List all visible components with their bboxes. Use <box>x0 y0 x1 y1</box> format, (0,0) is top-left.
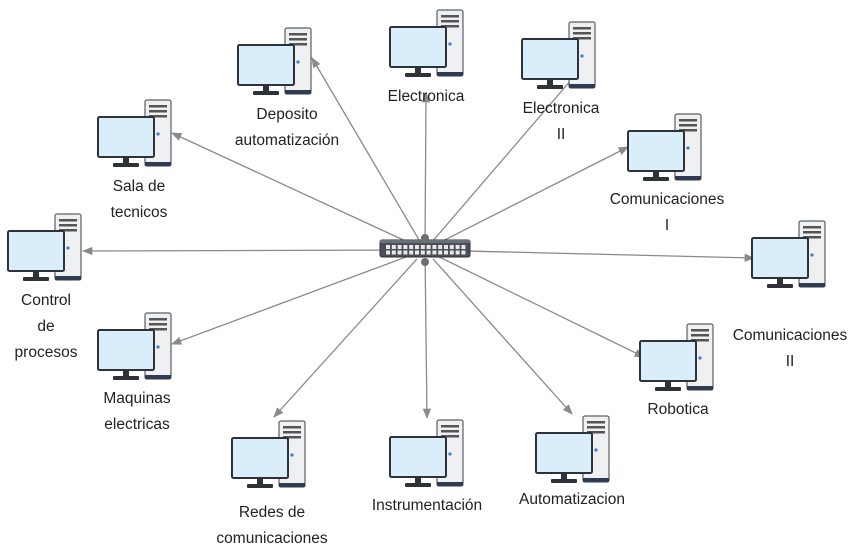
node-label-line: Comunicaciones <box>609 191 725 208</box>
node-label-automatizacion: Automatizacion <box>519 487 625 513</box>
connection-arrow-redes <box>273 258 418 418</box>
node-label-line: II <box>556 126 566 143</box>
switch-port <box>426 245 431 249</box>
node-label-sala-tecnicos: Sala de tecnicos <box>111 174 168 226</box>
computers <box>7 9 826 488</box>
connection-arrow-deposito <box>311 57 420 240</box>
workstation-icon <box>627 113 702 181</box>
workstation-icon <box>231 420 306 488</box>
connections <box>81 57 756 420</box>
switch-port <box>397 250 402 255</box>
switch-port <box>449 250 454 255</box>
node-label-line: Sala de <box>112 178 166 195</box>
connection-arrow-comunicaciones-ii <box>436 249 756 262</box>
node-label-instrumentacion: Instrumentación <box>372 493 482 519</box>
node-label-maquinas: Maquinas electricas <box>103 386 170 438</box>
switch-port <box>420 245 425 249</box>
connection-arrow-robotica <box>435 254 645 358</box>
switch-port <box>415 250 419 255</box>
switch-port <box>432 245 437 249</box>
workstation-icon <box>521 21 596 89</box>
workstation-icon <box>639 323 714 391</box>
node-label-line: Maquinas <box>103 390 171 407</box>
connection-arrow-instrumentacion <box>422 261 432 420</box>
node-label-line: procesos <box>14 344 78 361</box>
network-switch-icon <box>379 234 471 266</box>
node-label-line: I <box>664 217 670 234</box>
switch-port <box>455 250 460 255</box>
workstation-icon <box>97 99 172 167</box>
switch-port <box>438 245 443 249</box>
workstation-icon <box>535 415 610 483</box>
workstation-icon <box>751 220 826 288</box>
switch-port <box>386 245 390 249</box>
node-label-line: II <box>785 353 795 370</box>
connection-arrow-automatizacion <box>432 258 573 415</box>
node-label-redes: Redes de comunicaciones <box>216 500 327 552</box>
switch-port <box>461 245 466 249</box>
switch-port <box>386 250 390 255</box>
connection-arrow-sala-tecnicos <box>171 132 415 246</box>
switch-port <box>415 245 419 249</box>
node-label-line: tecnicos <box>110 204 168 221</box>
switch-port <box>409 250 414 255</box>
connection-arrow-electronica-ii <box>432 71 579 242</box>
node-label-line: comunicaciones <box>216 530 328 547</box>
node-label-line: Automatizacion <box>519 491 625 508</box>
switch-port <box>444 250 448 255</box>
switch-port <box>397 245 402 249</box>
node-label-electronica: Electronica <box>388 84 465 110</box>
connection-arrow-electronica <box>421 91 431 239</box>
switch-port <box>449 245 454 249</box>
connection-arrow-control-procesos <box>81 246 414 256</box>
node-label-line: Deposito <box>256 106 318 123</box>
node-label-line: Redes de <box>238 504 306 521</box>
connection-arrow-comunicaciones-i <box>435 146 629 246</box>
switch-port <box>455 245 460 249</box>
node-label-line: de <box>37 318 55 335</box>
switch-port <box>426 250 431 255</box>
workstation-icon <box>7 213 82 281</box>
switch-port <box>444 245 448 249</box>
workstation-icon <box>389 9 464 77</box>
switch-port <box>420 250 425 255</box>
switch-port <box>432 250 437 255</box>
node-label-line: automatización <box>234 132 340 149</box>
switch-port <box>391 250 396 255</box>
node-label-line: Comunicaciones <box>732 327 848 344</box>
switch-port <box>403 245 408 249</box>
connection-arrow-maquinas <box>171 253 414 345</box>
switch-port <box>438 250 443 255</box>
node-label-deposito: Deposito automatización <box>235 102 339 154</box>
node-label-control-procesos: Control de procesos <box>15 288 78 366</box>
node-label-line: Robotica <box>647 401 709 418</box>
switch-port <box>391 245 396 249</box>
node-label-line: electricas <box>104 416 170 433</box>
workstation-icon <box>97 312 172 380</box>
switch-port <box>461 250 466 255</box>
switch-port <box>403 250 408 255</box>
workstation-icon <box>389 419 464 487</box>
node-label-robotica: Robotica <box>647 397 708 423</box>
node-label-line: Control <box>21 292 71 309</box>
node-label-line: Instrumentación <box>371 497 483 514</box>
node-label-line: Electronica <box>522 100 600 117</box>
workstation-icon <box>237 27 312 95</box>
switch-port <box>409 245 414 249</box>
node-label-line: Electronica <box>387 88 465 105</box>
